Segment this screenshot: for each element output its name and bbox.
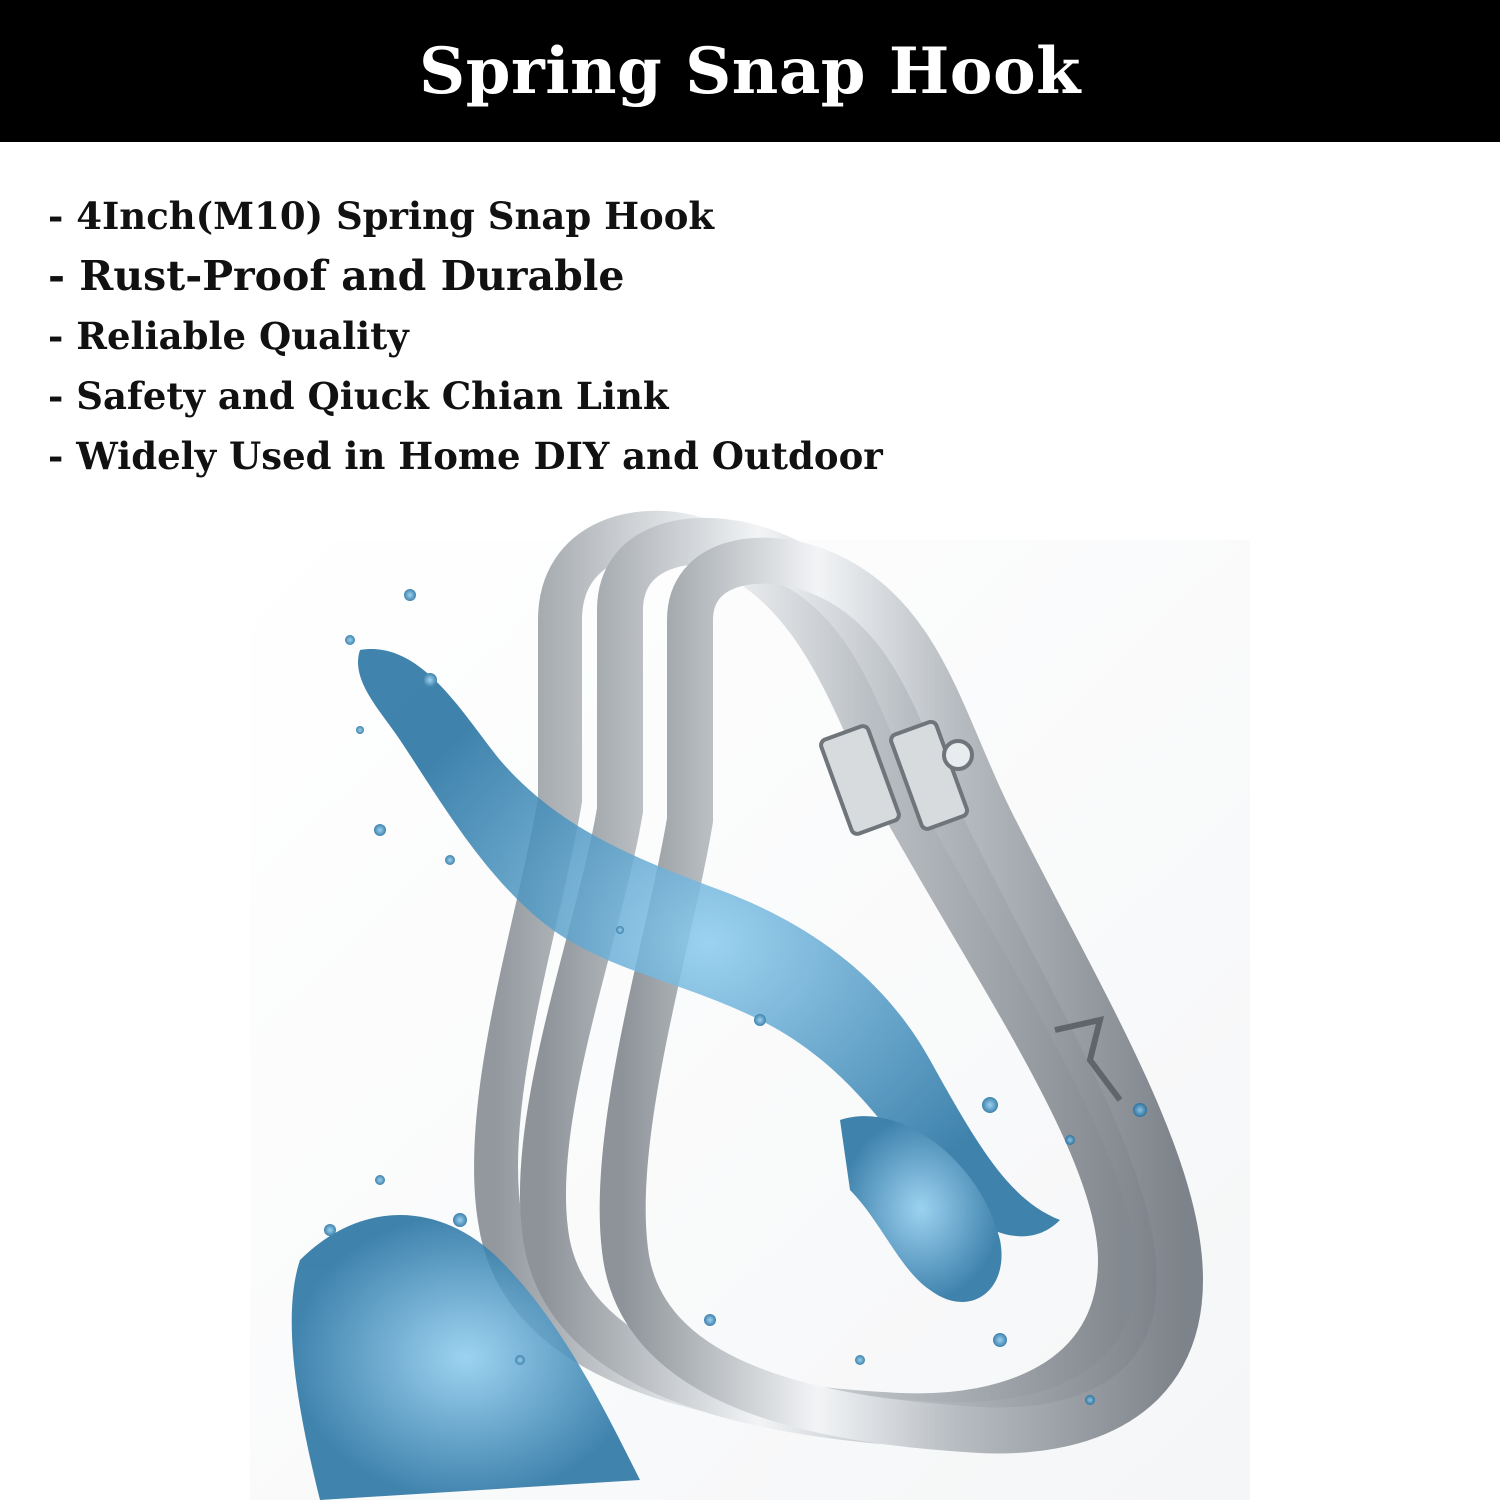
feature-item: - Safety and Qiuck Chian Link bbox=[48, 374, 669, 418]
feature-item: - Widely Used in Home DIY and Outdoor bbox=[48, 434, 883, 478]
feature-item: - Rust-Proof and Durable bbox=[48, 252, 625, 300]
page-title: Spring Snap Hook bbox=[419, 33, 1081, 109]
feature-item: - Reliable Quality bbox=[48, 314, 409, 358]
title-banner: Spring Snap Hook bbox=[0, 0, 1500, 142]
product-visual bbox=[0, 500, 1500, 1500]
snap-hook-illustration bbox=[250, 510, 1250, 1500]
water-splash-icon bbox=[291, 589, 1147, 1500]
feature-list: - 4Inch(M10) Spring Snap Hook - Rust-Pro… bbox=[48, 186, 883, 486]
snap-hook-icon bbox=[599, 537, 1204, 1454]
feature-item: - 4Inch(M10) Spring Snap Hook bbox=[48, 194, 715, 238]
